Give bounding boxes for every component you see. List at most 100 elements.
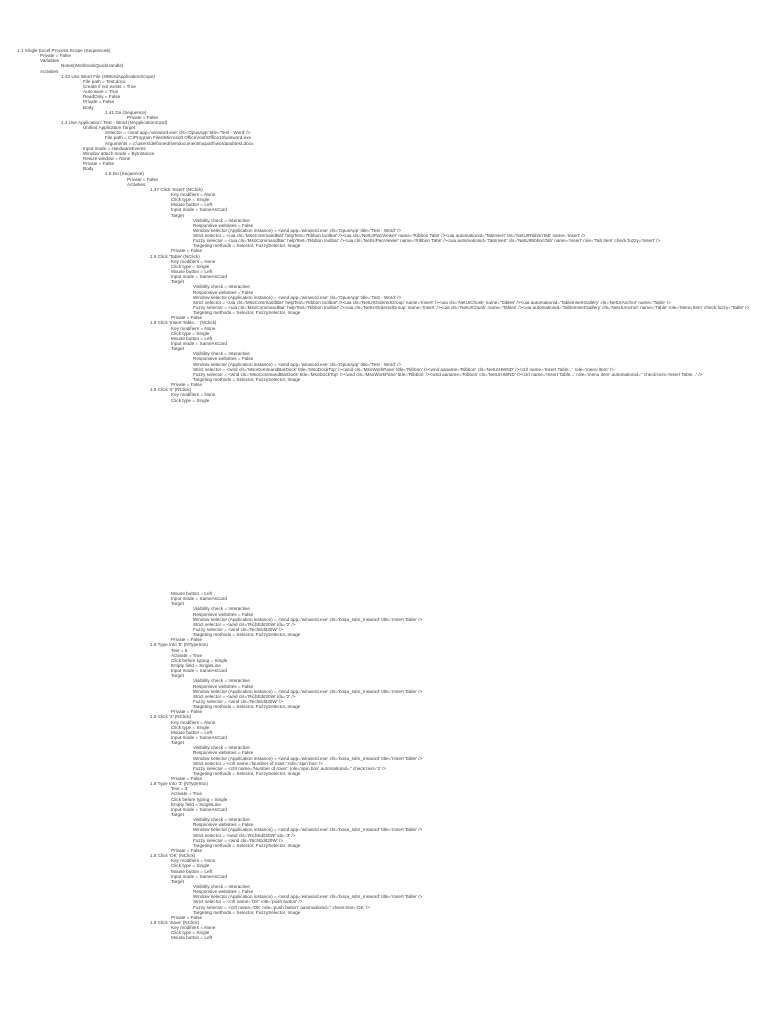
document-line: Strict selector = <wnd cls='MsoCommandBa… — [193, 366, 614, 372]
document-line: Fuzzy selector = <ctrl name='OK' role='p… — [193, 904, 370, 910]
document-line: Visibility check = Interactive — [193, 884, 250, 890]
document-line: Private = False — [40, 53, 72, 59]
document-line: Input mode = SameAsCard — [171, 274, 227, 280]
document-line: Variables — [40, 58, 59, 64]
document-line: Private = False — [171, 315, 203, 321]
document-line: 1.8 Click '2' (NClick) — [150, 714, 192, 720]
document-line: Create if not exists = True — [83, 83, 137, 89]
document-line: Window selector (Application instance) =… — [193, 755, 423, 761]
document-line: Window selector (Application instance) =… — [193, 894, 423, 900]
document-line: Target — [171, 346, 184, 352]
document-line: Strict selector = <wnd cls='RichEdit20W'… — [193, 621, 296, 627]
document-line: Click before typing = Single — [171, 657, 228, 663]
document-line: Target — [171, 740, 184, 746]
document-line: Mouse button = Left — [171, 335, 213, 341]
document-line: Body — [83, 104, 94, 110]
document-line: Responsive websites = False — [193, 822, 254, 828]
document-line: Input mode = SameAsCard — [171, 668, 227, 674]
document-line: ReadOnly = False — [83, 94, 121, 100]
document-line: Notes(WorkbookQuickHandle) — [61, 63, 124, 69]
document-line: File path = Test.docx — [83, 78, 126, 84]
document-line: Responsive websites = False — [193, 356, 254, 362]
document-line: Click before typing = Single — [171, 796, 228, 802]
document-line: Target — [171, 601, 184, 607]
document-line: Click type = Single — [171, 397, 210, 403]
document-line: Targeting methods = Selector, FuzzySelec… — [193, 770, 301, 776]
document-line: Target — [171, 673, 184, 679]
document-line: Window attach mode = ByInstance — [83, 150, 155, 156]
document-line: Fuzzy selector = <uia cls='MsoCommandBar… — [193, 238, 661, 244]
document-line: 1.8 Type Into '5' (NTypeInto) — [150, 642, 208, 648]
document-line: Fuzzy selector = <wnd cls='RichEdit20W' … — [193, 698, 283, 704]
document-line: 1.41 Do (Sequence) — [105, 109, 147, 115]
document-line: 1.6 Click 'Table' (NClick) — [150, 253, 200, 259]
document-line: 1.43 Use Word File (NWordApplicationScop… — [61, 73, 156, 79]
document-line: Target — [171, 212, 184, 218]
document-line: Private = False — [171, 914, 203, 920]
document-line: Mouse button = Left — [171, 868, 213, 874]
document-line: Input mode = SameAsCard — [171, 207, 227, 213]
document-line: Targeting methods = Selector, FuzzySelec… — [193, 704, 301, 710]
document-line: Window selector (Application instance) =… — [193, 361, 402, 367]
document-line: Targeting methods = Selector, FuzzySelec… — [193, 632, 301, 638]
document-line: Fuzzy selector = <ctrl name='Number of r… — [193, 765, 387, 771]
document-line: Activate = True — [171, 791, 203, 797]
document-line: Private = False — [83, 99, 115, 105]
document-line: Visibility check = Interactive — [193, 217, 250, 223]
document-line: Responsive websites = False — [193, 683, 254, 689]
document-line: Click type = Single — [171, 724, 210, 730]
document-line: Targeting methods = Selector, FuzzySelec… — [193, 842, 301, 848]
document-line: Fuzzy selector = <wnd cls='RichEdit20W' … — [193, 626, 283, 632]
document-line: Input mode = SameAsCard — [171, 806, 227, 812]
document-line: Target — [171, 279, 184, 285]
document-line: Strict selector = <wnd cls='RichEdit20W'… — [193, 693, 296, 699]
document-line: Fuzzy selector = <wnd cls='MsoCommandBar… — [193, 371, 703, 377]
document-line: 1.1 Single Excel Process Scope (Sequence… — [17, 48, 111, 53]
document-line: Private = False — [171, 637, 203, 643]
document-line: File path = C:\Program Files\Microsoft O… — [105, 135, 252, 141]
document-line: Activities — [40, 68, 59, 74]
document-line: 1.8 Click 'Save' (NClick) — [150, 920, 200, 925]
document-line: 1.9 Click '5' (NClick) — [150, 387, 192, 393]
document-line: Private = False — [171, 848, 203, 854]
document-line: Input mode = SameAsCard — [171, 341, 227, 347]
document-line: Activate = True — [171, 652, 203, 658]
document-line: Responsive websites = False — [193, 889, 254, 895]
document-line: Target — [171, 812, 184, 818]
document-line: Auto save = True — [83, 89, 119, 95]
document-line: Window selector (Application instance) =… — [193, 688, 423, 694]
document-line: Text = 5 — [171, 647, 188, 653]
document-line: Window selector (Application instance) =… — [193, 227, 402, 233]
document-line: Click type = Single — [171, 330, 210, 336]
document-line: Resize window = None — [83, 155, 131, 161]
document-line: Window selector (Application instance) =… — [193, 616, 423, 622]
document-line: Input mode = SameAsCard — [171, 873, 227, 879]
document-line: Unified Application Target — [83, 125, 136, 131]
document-line: Key modifiers = None — [171, 858, 216, 864]
document-line: Mouse button = Left — [171, 202, 213, 208]
document-line: 1.27 Click 'Insert' (NClick) — [150, 186, 203, 192]
document-line: 1.8 Click 'OK' (NClick) — [150, 853, 196, 859]
document-line: Visibility check = Interactive — [193, 745, 250, 751]
document-line: Window selector (Application instance) =… — [193, 827, 423, 833]
document-line: Input mode = HardwareEvents — [83, 145, 146, 151]
document-line: 1.5 Do (Sequence) — [105, 171, 144, 177]
document-line: Visibility check = Interactive — [193, 351, 250, 357]
document-line: Text = 3 — [171, 786, 188, 792]
document-line: Input mode = SameAsCard — [171, 596, 227, 602]
document-line: 1.4 Use Application: Test - Word (NAppli… — [61, 119, 168, 125]
top-block: 1.1 Single Excel Process Scope (Sequence… — [0, 48, 768, 403]
document-line: Strict selector = <uia cls='MsoCommandBa… — [193, 233, 586, 239]
document-line: Targeting methods = Selector, FuzzySelec… — [193, 310, 301, 316]
document-line: Responsive websites = False — [193, 222, 254, 228]
document-line: Responsive websites = False — [193, 289, 254, 295]
document-line: Key modifiers = None — [171, 925, 216, 931]
document-line: Activities — [127, 181, 146, 187]
document-line: Key modifiers = None — [171, 719, 216, 725]
document-line: Strict selector = <ctrl name='OK' role='… — [193, 899, 303, 905]
document-line: Key modifiers = None — [171, 325, 216, 331]
document-line: Visibility check = Interactive — [193, 678, 250, 684]
document-line: Key modifiers = None — [171, 258, 216, 264]
document-line: Private = False — [83, 161, 115, 167]
